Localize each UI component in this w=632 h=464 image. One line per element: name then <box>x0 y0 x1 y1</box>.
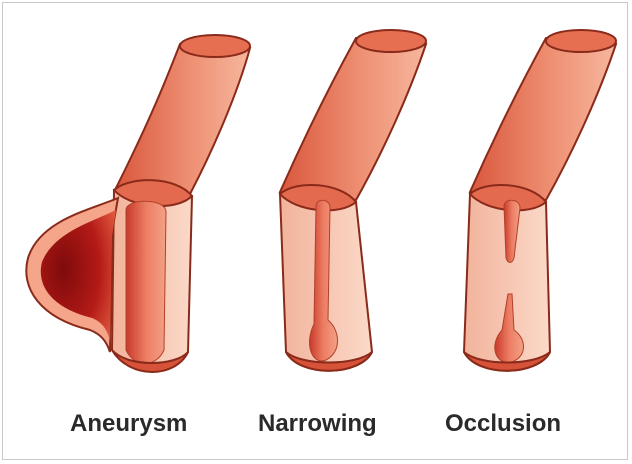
narrowing-vessel <box>280 30 426 371</box>
aneurysm-vessel <box>26 35 250 372</box>
aneurysm-label: Aneurysm <box>70 410 187 438</box>
occlusion-upper-tube <box>470 38 616 200</box>
aneurysm-top-opening <box>180 35 250 57</box>
aneurysm-blood-column <box>126 201 166 363</box>
occlusion-vessel <box>464 30 616 371</box>
occlusion-label: Occlusion <box>445 410 561 438</box>
occlusion-top-opening <box>546 30 616 52</box>
narrowing-top-opening <box>356 30 426 52</box>
narrowing-label: Narrowing <box>258 410 377 438</box>
narrowing-upper-tube <box>280 38 426 200</box>
aneurysm-upper-tube <box>116 44 250 194</box>
